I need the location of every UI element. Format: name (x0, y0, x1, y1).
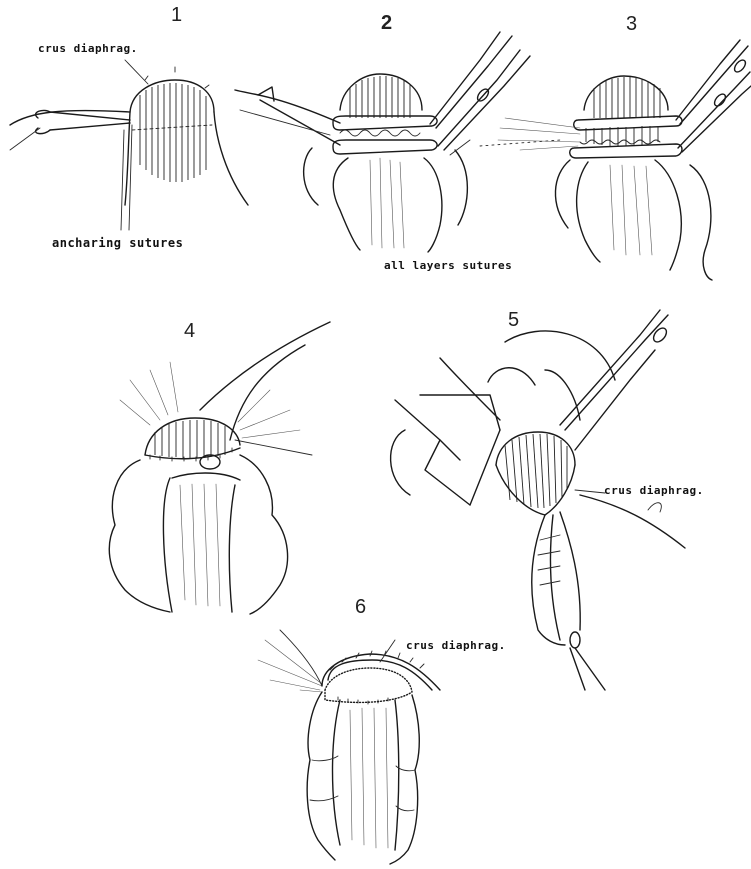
panel-2-drawing (235, 32, 530, 252)
panel-1-hatching (140, 83, 206, 182)
panel-1-drawing (10, 60, 248, 230)
panel-5-drawing (391, 310, 685, 690)
panel-4-drawing (109, 322, 330, 614)
panel-6-drawing (258, 630, 440, 864)
panel-3-drawing (480, 40, 751, 280)
